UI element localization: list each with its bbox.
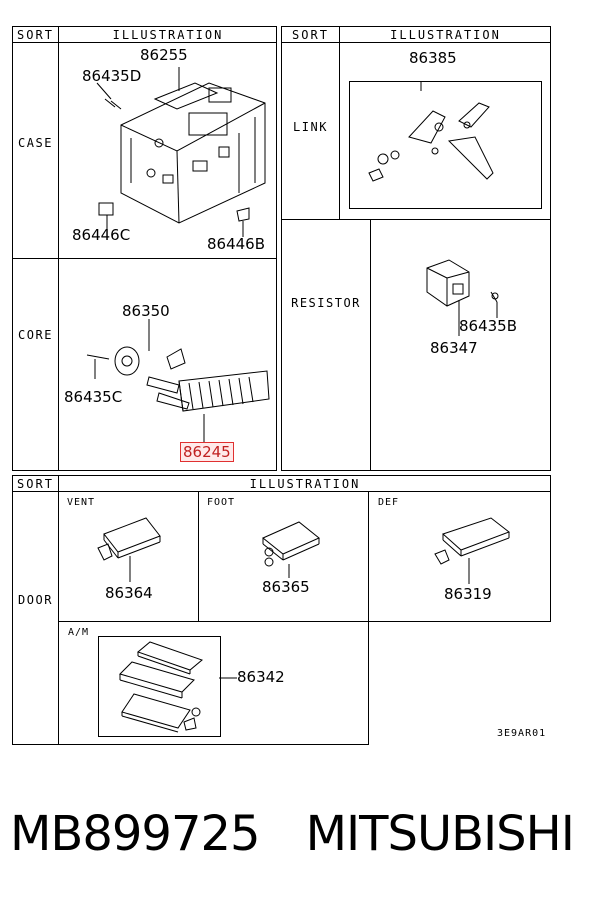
part-86435C[interactable]: 86435C — [64, 388, 123, 406]
illustration-header-door: ILLUSTRATION — [249, 477, 361, 491]
def-door-illustration — [434, 517, 511, 584]
sort-header: SORT — [17, 28, 54, 42]
part-86446C[interactable]: 86446C — [72, 226, 131, 244]
part-86385[interactable]: 86385 — [409, 49, 457, 67]
door-foot-divider-left — [198, 491, 199, 622]
footer: MB899725 MITSUBISHI — [10, 806, 600, 862]
part-86364[interactable]: 86364 — [105, 584, 153, 602]
illustration-header: ILLUSTRATION — [112, 28, 224, 42]
link-resistor-table — [281, 26, 551, 471]
sort-label-case: CASE — [18, 136, 53, 150]
case-core-header-row — [12, 26, 277, 43]
door-sub-vent: VENT — [67, 497, 96, 508]
part-86342[interactable]: 86342 — [237, 668, 285, 686]
door-sort-column — [12, 475, 59, 745]
heater-core-illustration — [86, 319, 270, 445]
link-inner-frame — [349, 81, 542, 209]
am-door-illustration — [119, 641, 204, 733]
foot-door-illustration — [262, 521, 320, 578]
am-door-inner-frame — [98, 636, 221, 737]
part-86435B[interactable]: 86435B — [459, 317, 518, 335]
door-sub-foot: FOOT — [207, 497, 236, 508]
part-86245-highlighted[interactable]: 86245 — [180, 442, 234, 462]
part-86350[interactable]: 86350 — [122, 302, 170, 320]
sort-label-core: CORE — [18, 328, 53, 342]
heater-case-illustration — [96, 67, 266, 237]
footer-brand: MITSUBISHI — [305, 806, 575, 862]
link-illustration — [368, 81, 494, 182]
sort-label-link: LINK — [293, 120, 328, 134]
link-resistor-header-row — [281, 26, 551, 43]
door-sub-def: DEF — [378, 497, 400, 508]
part-86435D[interactable]: 86435D — [82, 67, 142, 85]
part-86365[interactable]: 86365 — [262, 578, 310, 596]
door-sub-am: A/M — [68, 627, 90, 638]
am-leader-line — [219, 677, 237, 679]
case-core-table — [12, 26, 277, 471]
case-core-divider — [12, 258, 277, 259]
door-illustration-bottom-area — [58, 621, 369, 745]
sort-label-door: DOOR — [18, 593, 53, 607]
part-86347[interactable]: 86347 — [430, 339, 478, 357]
diagram-code: 3E9AR01 — [497, 728, 547, 739]
door-def-divider-left — [368, 491, 369, 622]
sort-header-door: SORT — [17, 477, 54, 491]
case-core-sort-column — [12, 26, 59, 471]
sort-label-resistor: RESISTOR — [291, 296, 361, 310]
part-86319[interactable]: 86319 — [444, 585, 492, 603]
part-86446B[interactable]: 86446B — [207, 235, 266, 253]
vent-door-illustration — [97, 517, 161, 582]
illustration-header-right: ILLUSTRATION — [390, 28, 501, 42]
resistor-illustration — [426, 259, 499, 336]
sort-header-right: SORT — [292, 28, 329, 42]
part-86255[interactable]: 86255 — [140, 46, 188, 64]
link-sort-column — [281, 26, 340, 220]
link-resistor-divider — [281, 219, 551, 220]
resistor-sort-column — [281, 219, 371, 471]
footer-part-number: MB899725 — [10, 806, 261, 862]
